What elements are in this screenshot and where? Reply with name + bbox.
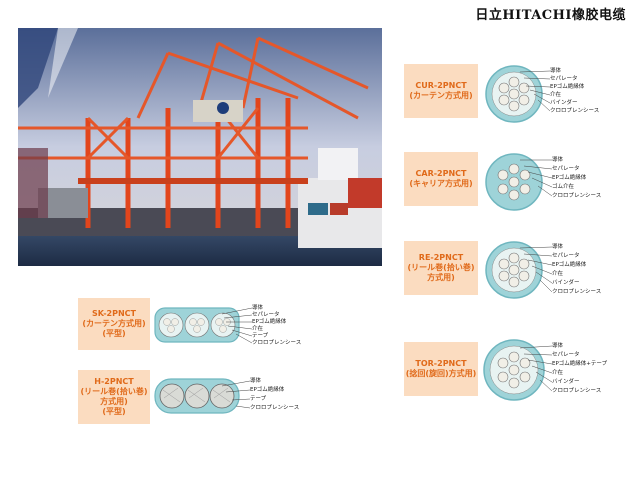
annotation-label: クロロプレンシース	[250, 405, 300, 411]
flat-cable-cross-section-sk	[154, 307, 240, 343]
annotation-label: 導体	[252, 305, 264, 311]
annotation-label: クロロプレンシース	[552, 193, 602, 199]
annotation-label: 介在	[252, 326, 264, 332]
annotation-label: セパレータ	[552, 166, 580, 172]
annotation-label: EPゴム絶縁体	[552, 262, 587, 268]
annotation-label: 導体	[552, 244, 564, 250]
annotation-label: 介在	[552, 370, 564, 376]
cable-cross-section-cur	[485, 65, 543, 123]
annotation-label: クロロプレンシース	[550, 108, 600, 114]
annotation-label: EPゴム絶縁体	[552, 175, 587, 181]
annotation-label: EPゴム絶縁体+テープ	[552, 361, 608, 367]
flat-cable-cross-section-h	[154, 378, 240, 414]
annotation-label: クロロプレンシース	[552, 388, 602, 394]
annotation-label: セパレータ	[550, 76, 578, 82]
cable-label-cur-2pnct: CUR-2PNCT (カーテン方式用)	[404, 64, 478, 118]
cable-cross-section-car	[485, 153, 543, 211]
annotation-label: バインダー	[552, 280, 580, 286]
leader-lines-left	[222, 307, 252, 409]
annotation-label: EPゴム絶縁体	[250, 387, 285, 393]
annotation-label: EPゴム絶縁体	[252, 319, 287, 325]
annotation-label: セパレータ	[552, 253, 580, 259]
cable-label-re-2pnct: RE-2PNCT (リール巻(拾い巻) 方式用)	[404, 241, 478, 295]
cable-cross-section-re	[485, 241, 543, 299]
annotation-label: EPゴム絶縁体	[550, 84, 585, 90]
annotation-label: クロロプレンシース	[552, 289, 602, 295]
annotation-label: 導体	[552, 343, 564, 349]
port-crane-photo	[18, 28, 382, 266]
annotation-label: セパレータ	[252, 312, 280, 318]
annotation-label: テープ	[252, 333, 269, 339]
page-title: 日立HITACHI橡胶电缆	[475, 8, 626, 23]
cable-label-tor-2pnct: TOR-2PNCT (捻回(旋回)方式用)	[404, 342, 478, 396]
annotation-label: クロロプレンシース	[252, 340, 302, 346]
annotation-label: 導体	[552, 157, 564, 163]
annotation-label: バインダー	[550, 100, 578, 106]
annotation-label: セパレータ	[552, 352, 580, 358]
cable-label-h-2pnct: H-2PNCT (リール巻(拾い巻) 方式用) (平型)	[78, 370, 150, 424]
cable-cross-section-tor	[483, 339, 545, 401]
annotation-label: 介在	[550, 92, 562, 98]
annotation-label: テープ	[250, 396, 267, 402]
annotation-label: 導体	[550, 68, 562, 74]
cable-label-sk-2pnct: SK-2PNCT (カーテン方式用) (平型)	[78, 298, 150, 350]
annotation-label: 介在	[552, 271, 564, 277]
annotation-label: 導体	[250, 378, 262, 384]
annotation-label: バインダー	[552, 379, 580, 385]
leader-lines-right	[520, 70, 552, 392]
annotation-label: ゴム介在	[552, 184, 575, 190]
cable-label-car-2pnct: CAR-2PNCT (キャリア方式用)	[404, 152, 478, 206]
